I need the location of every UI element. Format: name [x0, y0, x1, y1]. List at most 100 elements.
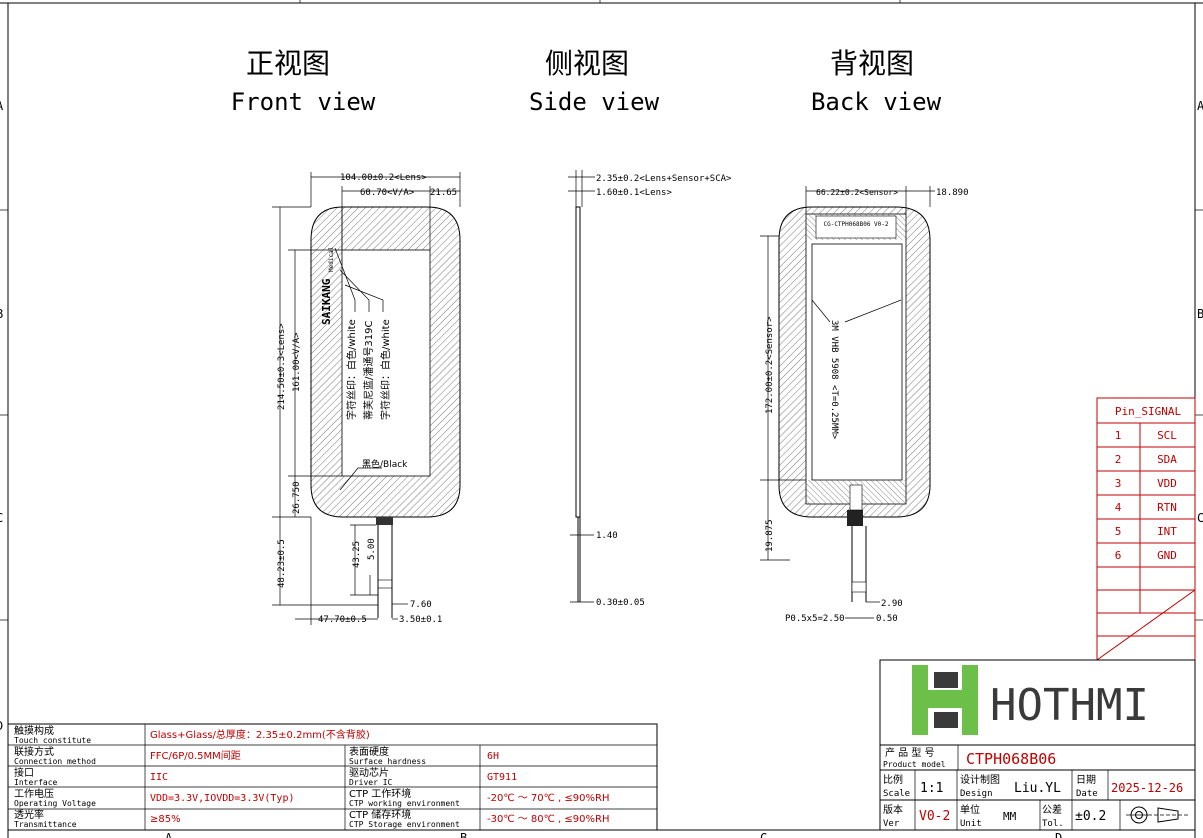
back-dim-sensor-width: 66.22±0.2<Sensor>: [816, 188, 898, 197]
version-label-cn: 版本: [883, 803, 903, 816]
pin-signal: SDA: [1157, 453, 1177, 466]
front-dim-760: 7.60: [410, 600, 432, 610]
spec-value: IIC: [150, 772, 168, 783]
front-view-title-cn: 正视图: [246, 47, 330, 80]
row-marker-c: C: [0, 511, 3, 525]
title-block: HOTHMI 产 品 型 号 Product model CTPH068B06 …: [879, 659, 1196, 831]
back-dim-sensor-height: 172.00±0.2<Sensor>: [765, 316, 775, 414]
version-label-en: Ver: [883, 819, 900, 829]
front-dim-35: 3.50±0.1: [399, 615, 442, 625]
row-marker-d: D: [0, 719, 3, 733]
pin-no: 5: [1115, 525, 1122, 538]
front-view-title-en: Front view: [231, 88, 376, 116]
col-marker-c: C: [760, 831, 767, 838]
back-sensor-active: [811, 243, 903, 481]
front-black-label: 黑色/Black: [362, 458, 408, 470]
spec-label-cn: 透光率: [14, 808, 44, 821]
front-callout-2: 蒂芙尼蓝/潘通号319C: [362, 321, 375, 420]
spec-label-cn: 接口: [14, 766, 34, 779]
pin-no: 6: [1115, 549, 1122, 562]
design-label-en: Design: [960, 789, 993, 799]
date-label-en: Date: [1076, 789, 1098, 799]
spec-value: ≥85%: [150, 814, 181, 825]
back-dim-19: 19.875: [765, 519, 775, 552]
back-dim-18: 18.890: [936, 188, 969, 198]
hothmi-logo: HOTHMI: [912, 665, 1149, 735]
front-dim-lens-height: 214.50±0.3<Lens>: [277, 323, 287, 410]
side-lens: [575, 206, 581, 518]
row-marker-b: B: [0, 307, 3, 321]
scale-value: 1:1: [920, 781, 943, 796]
spec-value: FFC/6P/0.5MM间距: [150, 749, 241, 762]
spec-label-en: Interface: [14, 778, 58, 787]
spec-label-en: Connection method: [14, 757, 96, 766]
spec-label-cn: 工作电压: [14, 787, 54, 800]
spec-label-en: Touch constitute: [14, 736, 91, 745]
pin-signal: INT: [1157, 525, 1177, 538]
front-callout-1: 字符丝印：白色/white: [345, 319, 358, 420]
back-dim-290: 2.90: [881, 599, 903, 609]
side-dim-140: 1.40: [596, 531, 618, 541]
unit-value: MM: [1003, 810, 1017, 823]
col-marker-d: D: [1055, 831, 1062, 838]
pin-signal: SCL: [1157, 429, 1177, 442]
pin-no: 2: [1115, 453, 1122, 466]
pin-signal: GND: [1157, 549, 1177, 562]
row-marker-a: A: [0, 99, 4, 113]
spec-label-cn-2: CTP 工作环境: [349, 787, 411, 800]
spec-label-en-2: Driver IC: [349, 778, 393, 787]
back-dim-pitch: P0.5x5=2.50: [785, 614, 845, 624]
pin-signal: RTN: [1157, 501, 1177, 514]
side-view-title-cn: 侧视图: [545, 47, 629, 80]
design-label-cn: 设计制图: [960, 773, 1000, 786]
front-dim-26: 26.750: [292, 481, 302, 514]
side-dim-total: 2.35±0.2<Lens+Sensor+SCA>: [596, 174, 732, 184]
front-dim-43: 43.25: [352, 541, 362, 568]
spec-label-cn-2: CTP 储存环境: [349, 808, 411, 821]
spec-label-cn: 触摸构成: [14, 724, 54, 737]
back-view: CG-CTPH068B06 V0-2 3M VHB 5908 <T=0.25MM…: [760, 186, 969, 624]
spec-label-en-2: CTP working environment: [349, 799, 460, 808]
spec-table: 触摸构成 Touch constitute Glass+Glass/总厚度：2.…: [7, 723, 658, 831]
spec-label-en-2: CTP Storage environment: [349, 820, 460, 829]
version-value: V0-2: [919, 809, 950, 824]
scale-label-cn: 比例: [883, 773, 903, 786]
side-dim-030: 0.30±0.05: [596, 598, 645, 608]
spec-label-en: Operating Voltage: [14, 799, 96, 808]
back-model-label: CG-CTPH068B06 V0-2: [823, 221, 888, 228]
model-value: CTPH068B06: [966, 750, 1056, 768]
side-view-title-en: Side view: [529, 88, 660, 116]
spec-value: VDD=3.3V,IOVDD=3.3V(Typ): [150, 793, 295, 804]
date-label-cn: 日期: [1076, 774, 1096, 786]
spec-label-en-2: Surface hardness: [349, 757, 426, 766]
view-titles: 正视图 Front view 侧视图 Side view 背视图 Back vi…: [231, 47, 942, 116]
date-value: 2025-12-26: [1111, 781, 1183, 795]
back-view-title-en: Back view: [811, 88, 942, 116]
pin-no: 4: [1115, 501, 1122, 514]
row-marker-c-right: C: [1197, 511, 1203, 525]
side-dim-lens: 1.60±0.1<Lens>: [596, 188, 672, 198]
front-dim-21: 21.65: [430, 188, 457, 198]
projection-symbol-icon: [1126, 806, 1190, 824]
spec-label-cn-2: 驱动芯片: [349, 766, 389, 779]
back-vhb-label: 3M VHB 5908 <T=0.25MM>: [829, 320, 839, 440]
tolerance-label-cn: 公差: [1042, 803, 1062, 816]
row-marker-b-right: B: [1197, 307, 1203, 321]
col-marker-a: A: [165, 831, 173, 838]
spec-value-2: -20℃ ～ 70℃ , ≤90%RH: [487, 793, 610, 804]
front-fpc-stiffener: [377, 579, 393, 589]
front-callout-3: 字符丝印：白色/white: [379, 319, 392, 420]
side-view: 2.35±0.2<Lens+Sensor+SCA> 1.60±0.1<Lens>…: [568, 170, 732, 608]
back-dim-050: 0.50: [876, 614, 898, 624]
back-fpc-connector: [847, 510, 863, 526]
front-logo-sub: Medical: [328, 246, 335, 272]
front-dim-48: 48.23±0.5: [277, 539, 287, 588]
spec-value-2: -30℃ ～ 80℃ , ≤90%RH: [487, 814, 610, 825]
brand-name: HOTHMI: [990, 680, 1149, 731]
front-dim-va-height: 161.00<V/A>: [292, 332, 302, 392]
spec-value-2: 6H: [487, 751, 499, 762]
row-marker-a-right: A: [1197, 99, 1203, 113]
designer-value: Liu.YL: [1014, 781, 1061, 796]
front-logo-text: SAIKANG: [320, 278, 333, 325]
